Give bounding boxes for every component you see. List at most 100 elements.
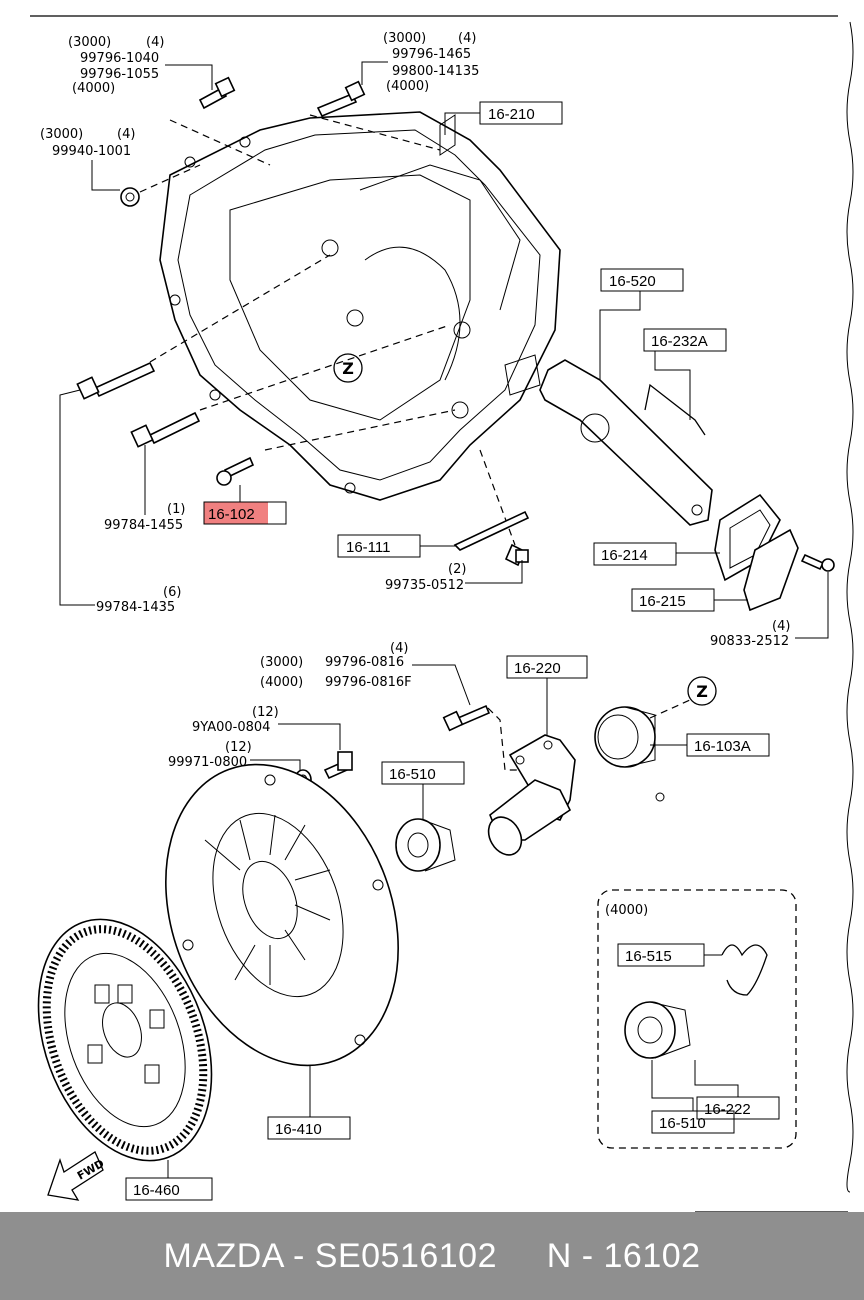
leader-dash (264, 409, 456, 451)
label-qty: (3000) (68, 35, 111, 50)
variant-4000-label: (4000) (605, 903, 648, 918)
part-box-16-222-label: 16-222 (704, 1101, 751, 1118)
leader-dash (199, 324, 451, 411)
fwd-arrow: FWD (47, 1151, 106, 1201)
part-box-16-220-label: 16-220 (514, 660, 561, 677)
label-qty: (12) (252, 705, 279, 720)
part-box-16-515-label: 16-515 (625, 948, 672, 965)
label-qty: (4) (458, 31, 476, 46)
bolt (456, 704, 491, 727)
label-qty: (4) (117, 127, 135, 142)
part-box-16-520[interactable] (600, 268, 684, 292)
label-qty: (4000) (72, 81, 115, 96)
label-qty: (2) (448, 562, 466, 577)
part-box-16-410-label: 16-410 (275, 1121, 322, 1138)
release-bearing-4000 (624, 1001, 676, 1059)
clutch-housing (159, 111, 561, 501)
part-box-16-103A-label: 16-103A (694, 738, 751, 755)
label-qty: (3000) (260, 655, 303, 670)
release-bearing (395, 818, 441, 872)
bolt-head (442, 710, 464, 732)
leader-line (444, 112, 480, 135)
right-edge (846, 21, 854, 1193)
leader-line (361, 61, 388, 85)
part-box-16-232A-label: 16-232A (651, 333, 708, 350)
footer-bar: MAZDA - SE0516102 N - 16102 (0, 1212, 864, 1300)
leader-line (465, 560, 523, 584)
part-box-16-210-label: 16-210 (488, 106, 535, 123)
label-qty: (4) (390, 641, 408, 656)
gasket-16-111 (453, 510, 530, 551)
label-part-number: 9YA00-0804 (192, 720, 270, 735)
label-qty: (3000) (383, 31, 426, 46)
pressure-plate (165, 763, 399, 1067)
label-qty: (4) (146, 35, 164, 50)
bolt-head (337, 751, 353, 771)
label-qty: (6) (163, 585, 181, 600)
part-box-16-102-highlight (204, 502, 268, 524)
z-marker-top-text: Z (342, 359, 354, 378)
part-box-16-102[interactable] (203, 501, 287, 525)
part-box-16-214[interactable] (593, 542, 677, 566)
spring-clip (644, 383, 706, 436)
z-marker-top (333, 353, 363, 383)
leader-line (412, 664, 471, 706)
leader-dash (169, 119, 271, 166)
part-box-16-520-label: 16-520 (609, 273, 656, 290)
footer-text: MAZDA - SE0516102 N - 16102 (163, 1236, 701, 1275)
part-box-16-510-label: 16-510 (389, 766, 436, 783)
leader-line (654, 351, 691, 420)
label-part-number: 99735-0512 (385, 578, 464, 593)
release-fork-hole (691, 504, 703, 516)
label-part-number: 99784-1455 (104, 518, 183, 533)
leader-dash (649, 699, 691, 719)
part-box-16-111-label: 16-111 (346, 539, 390, 556)
release-fork (539, 359, 713, 526)
leader-line (599, 291, 641, 390)
leader-line (59, 389, 95, 606)
leader-dash (139, 164, 201, 193)
leader-dash (149, 254, 331, 363)
retaining-spring (721, 944, 768, 996)
label-qty: (4000) (386, 79, 429, 94)
part-box-16-232A[interactable] (643, 328, 727, 352)
part-box-16-214-label: 16-214 (601, 547, 648, 564)
part-box-16-410[interactable] (267, 1116, 351, 1140)
label-qty: (1) (167, 502, 185, 517)
service-hole-cover (743, 528, 799, 612)
part-box-16-102-label: 16-102 (208, 506, 255, 523)
variant-4000-box (597, 889, 797, 1149)
label-part-number: 99796-0816F (325, 675, 412, 690)
label-qty: (3000) (40, 127, 83, 142)
label-part-number: 99796-0816 (325, 655, 404, 670)
parts-diagram: Z (3000) (4) 99796-1040 99796-1055 (4000… (30, 15, 854, 1212)
part-box-16-460[interactable] (125, 1177, 213, 1201)
label-part-number: 99971-0800 (168, 755, 247, 770)
bolts-top (76, 76, 529, 567)
part-box-16-215-label: 16-215 (639, 593, 686, 610)
label-part-number: 90833-2512 (710, 634, 789, 649)
leader-line (165, 64, 213, 90)
bolt (800, 553, 825, 571)
bolt-head (821, 558, 835, 572)
z-marker-mid-text: Z (696, 682, 708, 701)
label-qty: (4000) (260, 675, 303, 690)
label-part-number: 99800-14135 (392, 64, 479, 79)
part-box-16-460-label: 16-460 (133, 1182, 180, 1199)
z-marker-mid (687, 676, 717, 706)
leader-line (651, 1060, 694, 1111)
clutch-disc (37, 918, 213, 1162)
label-part-number: 99796-1055 (80, 67, 159, 82)
leader-dash (479, 449, 516, 546)
leader-dash (309, 114, 441, 151)
label-part-number: 99796-1465 (392, 47, 471, 62)
leader-line (795, 572, 829, 639)
part-box-16-510-variant-label: 16-510 (659, 1115, 706, 1132)
label-part-number: 99796-1040 (80, 51, 159, 66)
leader-line (694, 1060, 739, 1097)
label-part-number: 99784-1435 (96, 600, 175, 615)
fwd-text: FWD (75, 1157, 106, 1183)
label-qty: (12) (225, 740, 252, 755)
label-part-number: 99940-1001 (52, 144, 131, 159)
leader-line (91, 160, 120, 191)
